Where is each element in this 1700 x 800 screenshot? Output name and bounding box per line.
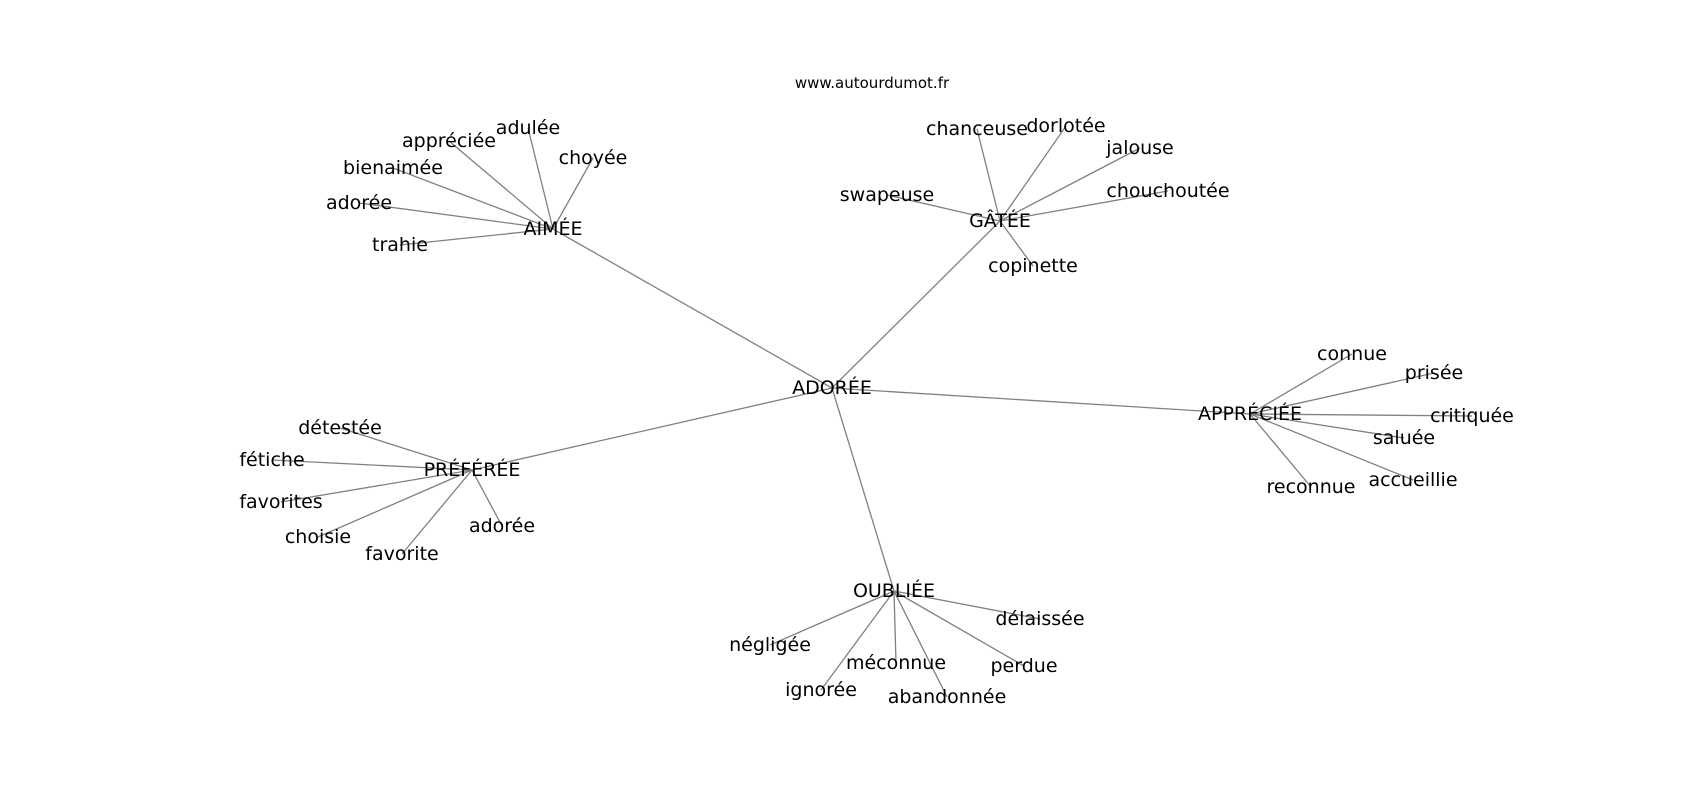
edge-hub-to-word xyxy=(893,590,1025,667)
edge-center-to-hub xyxy=(471,387,833,471)
word-node-label: bienaimée xyxy=(343,157,443,179)
edge-hub-to-word xyxy=(1249,413,1312,488)
edge-hub-to-word xyxy=(401,469,473,555)
word-node-label: délaissée xyxy=(995,608,1084,630)
edge-hub-to-word xyxy=(448,140,554,230)
edge-hub-to-word xyxy=(999,147,1141,222)
edge-hub-to-word xyxy=(1249,413,1405,439)
word-node-label: dorlotée xyxy=(1026,115,1105,137)
edge-hub-to-word xyxy=(280,469,473,503)
hub-node-label: AIMÉE xyxy=(523,217,582,240)
word-node-label: chouchoutée xyxy=(1106,180,1229,202)
edge-hub-to-word xyxy=(339,427,473,471)
word-node-label: copinette xyxy=(988,255,1078,277)
word-node-label: adulée xyxy=(496,117,560,139)
word-node-label: adorée xyxy=(469,515,535,537)
edge-hub-to-word xyxy=(893,590,948,698)
word-node-label: chanceuse xyxy=(926,118,1028,140)
edge-hub-to-word xyxy=(317,469,473,538)
word-node-label: connue xyxy=(1317,343,1387,365)
word-node-label: perdue xyxy=(990,655,1057,677)
edge-hub-to-word xyxy=(1249,413,1414,481)
edge-hub-to-word xyxy=(1249,413,1473,417)
word-node-label: détestée xyxy=(298,417,382,439)
word-node-label: appréciée xyxy=(402,130,496,152)
word-node-label: swapeuse xyxy=(840,184,934,206)
edge-hub-to-word xyxy=(527,127,554,230)
edge-hub-to-word xyxy=(1249,353,1353,415)
word-node-label: choyée xyxy=(559,147,628,169)
hub-node-label: OUBLIÉE xyxy=(853,579,935,602)
word-node-label: négligée xyxy=(729,634,811,656)
edge-hub-to-word xyxy=(552,157,594,230)
edge-center-to-hub xyxy=(552,228,833,389)
word-node-label: abandonnée xyxy=(888,686,1007,708)
edge-center-to-hub xyxy=(831,387,895,592)
edge-hub-to-word xyxy=(471,469,503,527)
edge-hub-to-word xyxy=(271,459,473,471)
edge-hub-to-word xyxy=(893,590,1041,620)
word-node-label: accueillie xyxy=(1368,469,1457,491)
edge-hub-to-word xyxy=(893,590,897,664)
word-node-label: ignorée xyxy=(785,679,857,701)
edge-hub-to-word xyxy=(399,228,554,246)
edge-hub-to-word xyxy=(392,167,554,230)
word-node-label: méconnue xyxy=(846,652,946,674)
edge-hub-to-word xyxy=(976,128,1001,222)
edge-center-to-hub xyxy=(831,387,1251,415)
hub-node-label: PRÉFÉRÉE xyxy=(424,458,521,481)
word-node-label: adorée xyxy=(326,192,392,214)
edge-hub-to-word xyxy=(769,590,895,646)
edge-hub-to-word xyxy=(1249,372,1435,415)
edge-hub-to-word xyxy=(886,194,1001,222)
word-node-label: fétiche xyxy=(239,449,304,471)
word-node-label: trahie xyxy=(372,234,428,256)
edge-hub-to-word xyxy=(820,590,895,691)
hub-node-label: APPRÉCIÉE xyxy=(1198,402,1302,425)
center-node-label: ADORÉE xyxy=(792,376,872,399)
word-node-label: reconnue xyxy=(1267,476,1356,498)
edge-center-to-hub xyxy=(831,220,1001,389)
word-node-label: prisée xyxy=(1405,362,1463,384)
edge-hub-to-word xyxy=(999,125,1067,222)
edge-hub-to-word xyxy=(358,202,554,230)
word-node-label: favorite xyxy=(365,543,438,565)
site-url: www.autourdumot.fr xyxy=(795,74,950,92)
word-node-label: choisie xyxy=(285,526,351,548)
graph-edges xyxy=(271,125,1473,698)
hub-node-label: GÂTÉE xyxy=(969,209,1031,232)
word-node-label: jalouse xyxy=(1105,137,1173,159)
edge-hub-to-word xyxy=(999,190,1169,222)
edge-hub-to-word xyxy=(999,220,1034,267)
word-node-label: saluée xyxy=(1373,427,1435,449)
word-node-label: critiquée xyxy=(1430,405,1514,427)
word-node-label: favorites xyxy=(239,491,322,513)
